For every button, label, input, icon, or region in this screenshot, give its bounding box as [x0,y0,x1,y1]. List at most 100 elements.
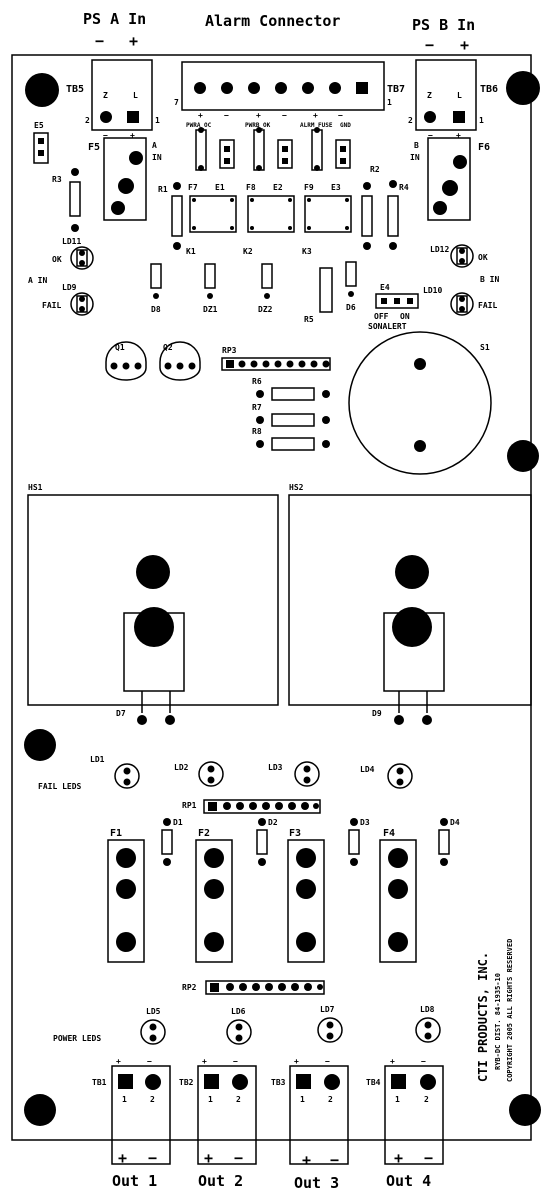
r3-label: R3 [52,175,62,184]
resistor-r7 [271,413,315,427]
terminal-block-tb6 [415,59,477,131]
alarm-plus-2: + [256,111,261,120]
out2-minus: − [234,1149,243,1167]
r8-label: R8 [252,427,262,436]
resistor-pack-rp2 [205,980,325,995]
ld4-label: LD4 [360,765,375,774]
tb7-pin1: 1 [387,98,392,107]
svg-text:−: − [421,1057,426,1066]
ld8-label: LD8 [420,1005,435,1014]
tb3-label: TB3 [271,1078,286,1087]
tb6-z: Z [427,91,432,100]
d9-label: D9 [372,709,382,718]
e5-label: E5 [34,121,44,130]
alarm-jumpers [195,127,351,171]
k2-label: K2 [243,247,253,256]
hs1-label: HS1 [28,483,43,492]
ps-b-plus: + [460,36,469,54]
d6-label: D6 [346,303,356,312]
d8-label: D8 [151,305,161,314]
hs2-label: HS2 [289,483,304,492]
ld9-label: LD9 [62,283,77,292]
ld6-label: LD6 [231,1007,246,1016]
f6-label: F6 [478,142,490,153]
svg-text:−: − [233,1057,238,1066]
fuse-f3 [287,839,325,963]
out1-minus: − [148,1149,157,1167]
f6-b: B [414,141,419,150]
ld11-label: LD11 [62,237,81,246]
svg-text:2: 2 [236,1095,241,1104]
relay-k3 [304,195,352,233]
terminal-block-tb2: + − TB2 1 2 [179,1057,257,1165]
dz2-label: DZ2 [258,305,273,314]
led-ld6 [226,1019,252,1045]
e3-label: E3 [331,183,341,192]
terminal-block-tb5 [91,59,153,131]
jumper-e4 [375,293,419,309]
tb5-plus: + [130,131,135,140]
fuse-f1 [107,839,145,963]
alarm-minus-1: − [224,111,229,120]
pad [100,111,112,123]
f9-label: F9 [304,183,314,192]
fuse-f4 [379,839,417,963]
power-leds-label: POWER LEDS [53,1034,101,1043]
svg-text:+: + [294,1057,299,1066]
ld1-label: LD1 [90,755,105,764]
svg-text:−: − [147,1057,152,1066]
led-ld4 [387,763,413,789]
led-ld11 [70,246,94,270]
copyright-notice: COPYRIGHT 2005 ALL RIGHTS RESERVED [506,939,514,1082]
f2-label: F2 [198,828,210,839]
ld10-label: LD10 [423,286,442,295]
tb5-label: TB5 [66,84,84,95]
e1-label: E1 [215,183,225,192]
resistor-pack-rp3 [221,357,331,371]
mounting-hole [24,1094,56,1126]
ld3-label: LD3 [268,763,283,772]
relay-k2 [247,195,295,233]
led-ld10 [450,292,474,316]
svg-text:+: + [116,1057,121,1066]
f6-in: IN [410,153,420,162]
resistor-r2 [361,195,373,237]
led-ld1 [114,763,140,789]
sonalert-s1 [348,331,492,475]
f1-label: F1 [110,828,122,839]
part-number: RYB-DC DIST. 84-1935-10 [494,973,502,1070]
fail-label-b: FAIL [478,301,497,310]
ld7-label: LD7 [320,1005,335,1014]
f8-label: F8 [246,183,256,192]
tb2-label: TB2 [179,1078,194,1087]
k1-label: K1 [186,247,196,256]
alarm-pin-gnd: GND [340,122,351,129]
r2-label: R2 [370,165,380,174]
dz1-label: DZ1 [203,305,218,314]
svg-text:2: 2 [328,1095,333,1104]
tb6-label: TB6 [480,84,498,95]
diode-row [150,261,357,299]
f7-label: F7 [188,183,198,192]
f5-label: F5 [88,142,100,153]
q1-label: Q1 [115,343,125,352]
sonalert-label: SONALERT [368,322,407,331]
tb5-z: Z [103,91,108,100]
ld5-label: LD5 [146,1007,161,1016]
tb7-pin7: 7 [174,98,179,107]
transistor-q2 [159,341,201,381]
resistor-r5 [319,267,333,313]
d1-label: D1 [173,818,183,827]
alarm-pin-pwrb: PWRB_OK [245,122,271,129]
resistor-r1 [171,195,183,237]
tb6-l: L [457,91,462,100]
tb7-label: TB7 [387,84,405,95]
r5-label: R5 [304,315,314,324]
terminal-block-tb4: + − TB4 1 2 [366,1057,444,1165]
mounting-hole [509,1094,541,1126]
ld2-label: LD2 [174,763,189,772]
svg-text:1: 1 [208,1095,213,1104]
tb6-pin2: 2 [408,116,413,125]
fuse-f2 [195,839,233,963]
led-ld3 [294,761,320,787]
